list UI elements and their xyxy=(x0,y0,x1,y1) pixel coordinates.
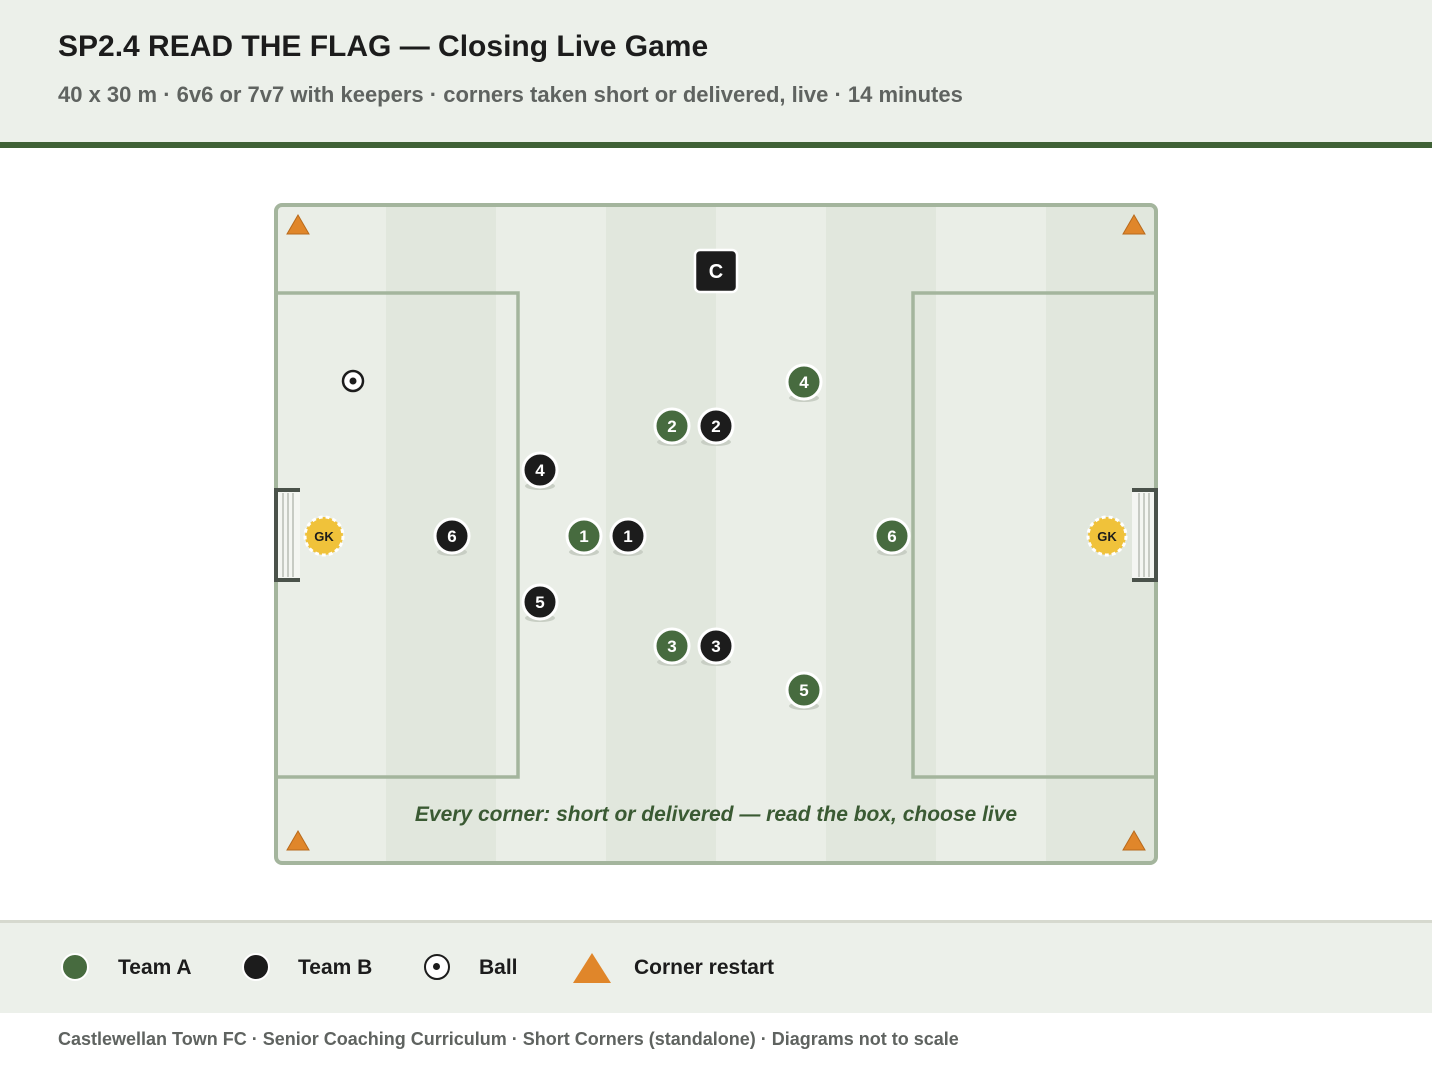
cone-icon xyxy=(286,830,310,851)
pitch-svg: C GK GK 1 2 3 xyxy=(274,203,1158,865)
player-number: 3 xyxy=(711,637,720,656)
pitch-surface xyxy=(276,205,1156,863)
team-b-player: 5 xyxy=(521,583,559,622)
team-b-player: 2 xyxy=(697,407,735,446)
coach-marker: C xyxy=(693,248,739,294)
team-a-player: 3 xyxy=(653,627,691,666)
goalkeeper-left: GK xyxy=(303,515,345,557)
team-b-player: 4 xyxy=(521,451,559,490)
legend-label: Corner restart xyxy=(634,956,775,979)
ball-icon xyxy=(424,954,450,980)
player-number: 6 xyxy=(887,527,896,546)
drill-diagram: C GK GK 1 2 3 xyxy=(0,148,1432,920)
team-a-dot-icon xyxy=(61,953,89,981)
legend: Team A Team B Ball Corner restart xyxy=(0,920,1432,1013)
player-number: 2 xyxy=(667,417,676,436)
footer-credit: Castlewellan Town FC · Senior Coaching C… xyxy=(58,1029,959,1049)
goalkeeper-label: GK xyxy=(314,529,334,544)
page-subtitle: 40 x 30 m · 6v6 or 7v7 with keepers · co… xyxy=(58,82,963,107)
player-number: 4 xyxy=(799,373,809,392)
header-band: SP2.4 READ THE FLAG — Closing Live Game … xyxy=(0,0,1432,148)
team-b-player: 1 xyxy=(609,517,647,556)
page-title: SP2.4 READ THE FLAG — Closing Live Game xyxy=(58,30,709,63)
coach-label: C xyxy=(709,261,723,283)
player-number: 2 xyxy=(711,417,720,436)
team-b-player: 6 xyxy=(433,517,471,556)
cone-icon xyxy=(286,214,310,235)
goalkeeper-right: GK xyxy=(1086,515,1128,557)
cone-icon xyxy=(573,953,611,983)
player-number: 4 xyxy=(535,461,545,480)
team-b-dot-icon xyxy=(242,953,270,981)
player-number: 1 xyxy=(623,527,632,546)
ball-icon xyxy=(341,369,365,393)
player-number: 1 xyxy=(579,527,588,546)
cone-icon xyxy=(1122,214,1146,235)
goalkeeper-label: GK xyxy=(1097,529,1117,544)
cone-icon xyxy=(1122,830,1146,851)
pitch-caption: Every corner: short or delivered — read … xyxy=(415,803,1018,826)
player-number: 3 xyxy=(667,637,676,656)
legend-label: Ball xyxy=(479,956,518,979)
right-goal xyxy=(1132,488,1158,582)
legend-label: Team A xyxy=(118,956,192,979)
team-a-player: 2 xyxy=(653,407,691,446)
team-a-player: 1 xyxy=(565,517,603,556)
player-number: 5 xyxy=(799,681,808,700)
legend-label: Team B xyxy=(298,956,373,979)
player-number: 5 xyxy=(535,593,544,612)
team-a-player: 4 xyxy=(785,363,823,402)
left-goal xyxy=(274,488,300,582)
player-number: 6 xyxy=(447,527,456,546)
team-a-player: 5 xyxy=(785,671,823,710)
team-a-player: 6 xyxy=(873,517,911,556)
team-b-player: 3 xyxy=(697,627,735,666)
